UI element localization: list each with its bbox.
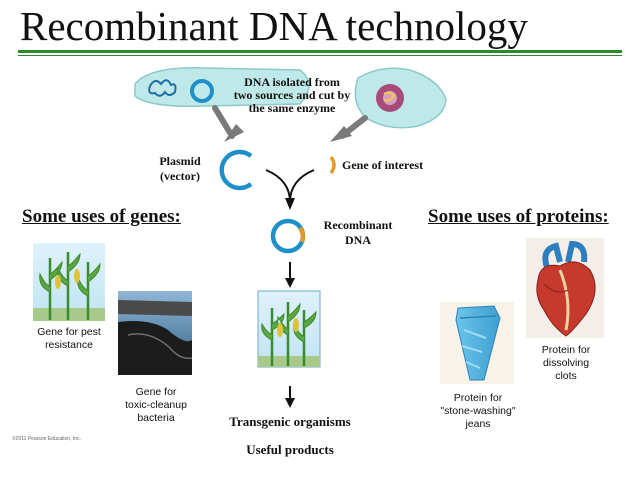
- bacterium-cell: [134, 67, 310, 108]
- eukaryotic-cell: [354, 67, 447, 129]
- dna-isolated-caption: DNA isolated from two sources and cut by…: [233, 75, 351, 115]
- pest-resistant-corn-image: [33, 243, 105, 321]
- protein-clots-caption: Protein for dissolving clots: [541, 344, 591, 382]
- transgenic-organisms-label: Transgenic organisms: [229, 414, 351, 429]
- useful-products-label: Useful products: [246, 442, 334, 457]
- gene-pest-caption: Gene for pest resistance: [37, 326, 101, 351]
- heart-image: [526, 238, 604, 338]
- gene-toxic-caption: Gene for toxic-cleanup bacteria: [125, 386, 187, 424]
- plasmid-vector-icon: [219, 149, 253, 191]
- recombinant-dna-label: Recombinant DNA: [323, 218, 393, 247]
- joining-arrows: [265, 169, 315, 203]
- arrow-bacteria-to-plasmid: [212, 105, 235, 139]
- title-rule-thin: [18, 55, 622, 56]
- uses-of-genes-heading: Some uses of genes:: [22, 206, 181, 227]
- gene-of-interest-label: Gene of interest: [342, 158, 424, 172]
- protein-jeans-caption: Protein for "stone-washing" jeans: [440, 392, 516, 430]
- transgenic-plant-image: [257, 290, 321, 368]
- toxic-cleanup-image: [118, 291, 193, 375]
- title-rule-thick: [18, 50, 622, 53]
- recombinant-dna-icon: [270, 218, 306, 254]
- copyright-note: ©2011 Pearson Education, Inc.: [12, 436, 81, 442]
- uses-of-proteins-heading: Some uses of proteins:: [428, 206, 609, 227]
- stone-washed-jeans-image: [440, 302, 514, 384]
- plasmid-label: Plasmid (vector): [159, 154, 201, 183]
- page-title: Recombinant DNA technology: [20, 3, 528, 49]
- gene-of-interest-icon: [329, 155, 336, 175]
